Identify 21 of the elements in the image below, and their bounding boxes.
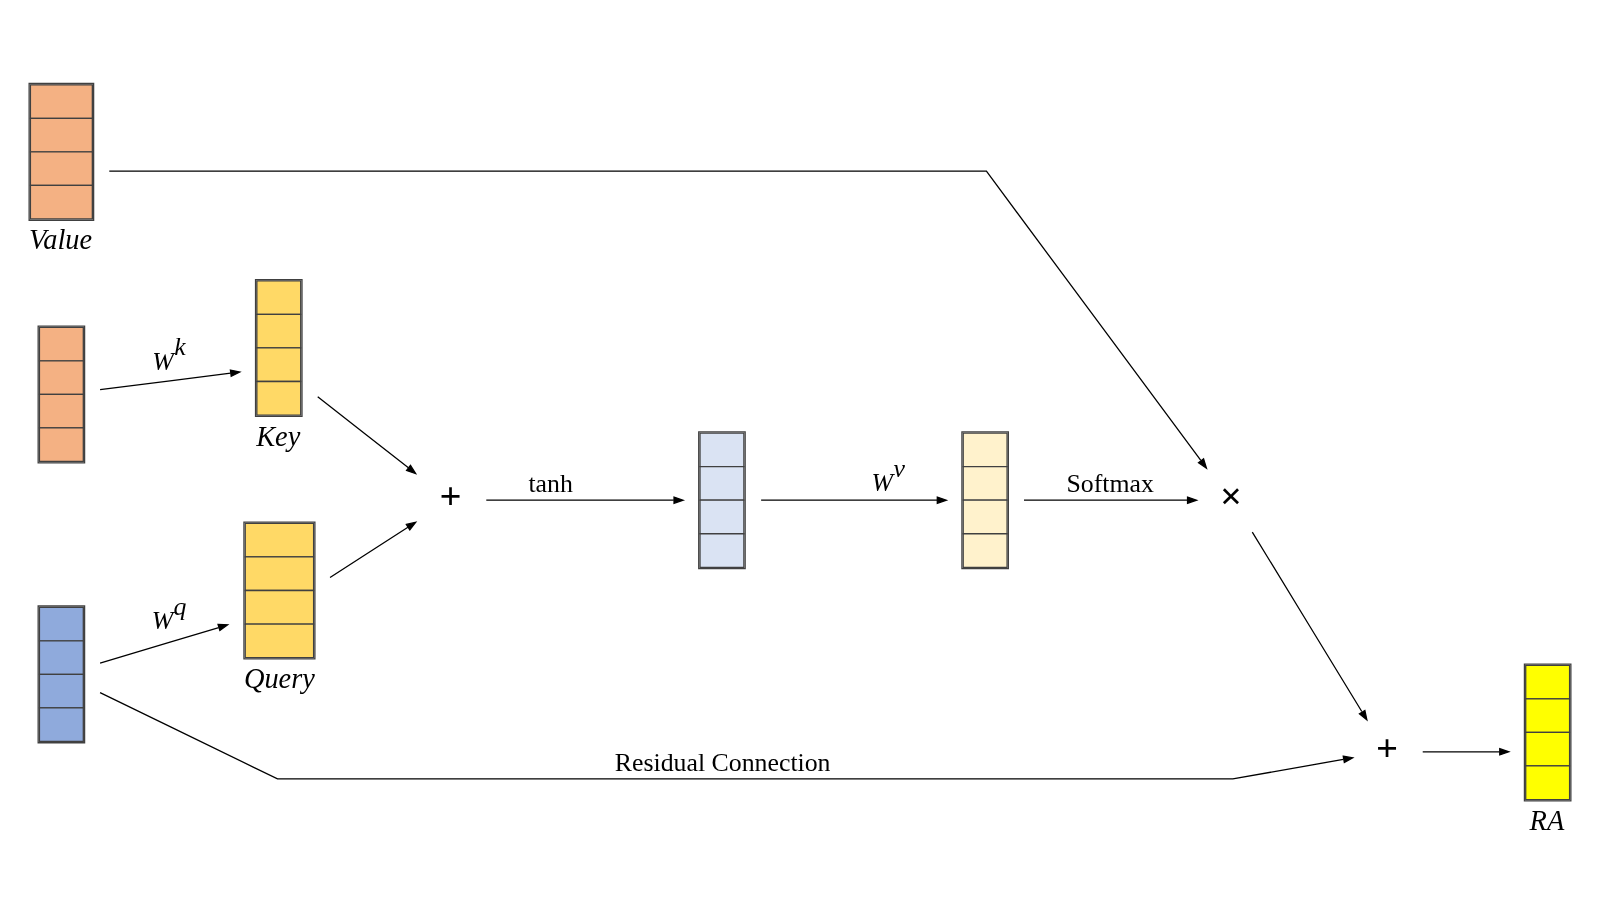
arrow [108, 170, 1208, 470]
arrow [1251, 530, 1368, 721]
arrow [1023, 495, 1199, 504]
arrow [1422, 747, 1511, 756]
node-text: + [439, 474, 462, 517]
arrow [329, 520, 418, 578]
node-text: + [1376, 726, 1399, 769]
node-label: Query [243, 662, 315, 694]
edge-label: Softmax [1066, 468, 1154, 498]
edge-label: Residual Connection [614, 747, 831, 777]
node-text: × [1219, 474, 1242, 517]
edge-label: tanh [528, 468, 573, 498]
arrow [99, 623, 230, 664]
node-label: RA [1529, 804, 1565, 836]
arrow [99, 691, 1355, 780]
arrow [760, 495, 949, 504]
arrow [317, 395, 418, 475]
arrow [99, 368, 242, 390]
node-label: Key [256, 420, 301, 451]
node-label: Value [29, 223, 93, 255]
arrow [485, 495, 685, 504]
